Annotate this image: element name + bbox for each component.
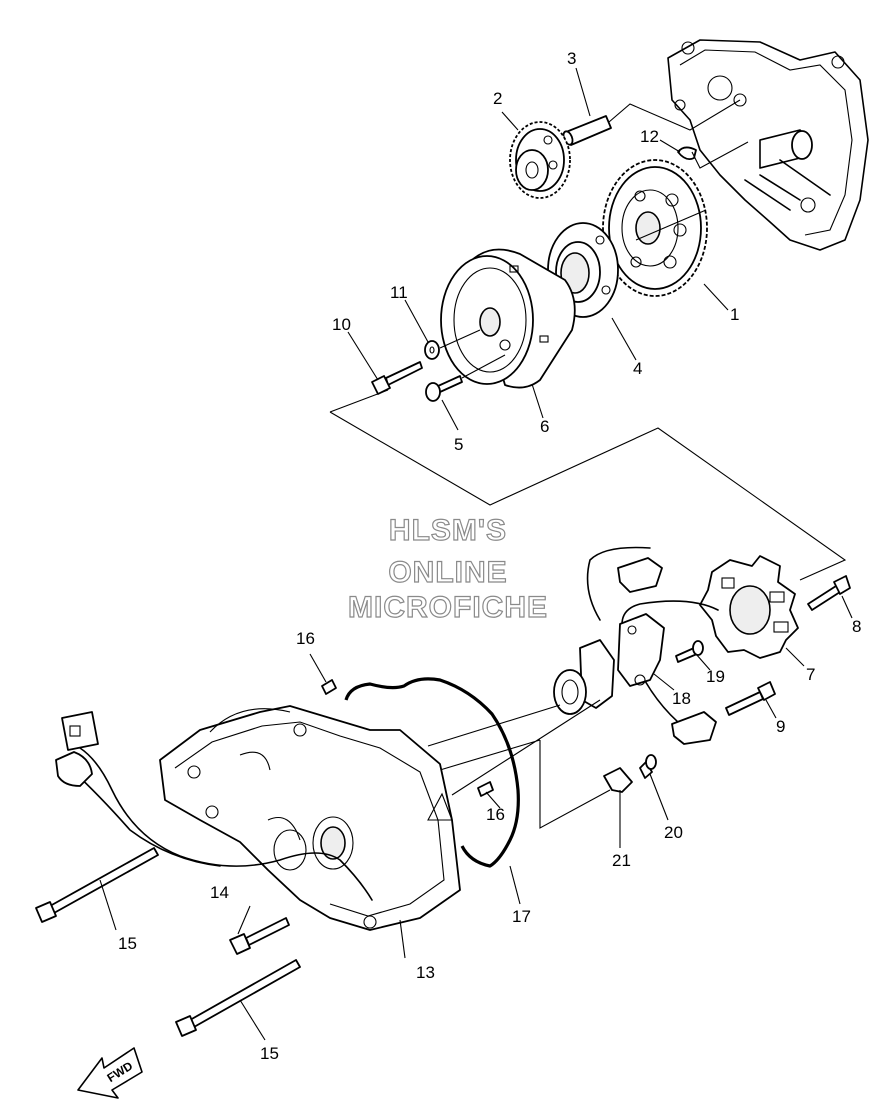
leader-lines <box>99 67 853 1041</box>
callout-18: 18 <box>672 689 691 708</box>
washer-11 <box>424 329 481 360</box>
crankcase-cover-13 <box>159 705 461 931</box>
callout-numbers: 1 2 3 4 5 6 7 8 9 10 11 12 13 14 15 15 1… <box>118 49 861 1063</box>
reference-bracket <box>329 389 847 581</box>
gasket-17 <box>344 677 520 868</box>
bolt-9 <box>725 681 776 716</box>
callout-16-lower: 16 <box>486 805 505 824</box>
clamp-21 <box>603 767 633 793</box>
callout-2: 2 <box>493 89 502 108</box>
fwd-label: FWD <box>105 1058 136 1085</box>
bolt-8 <box>807 575 851 611</box>
wiring-harness <box>55 711 373 901</box>
idler-gear-2 <box>509 121 571 199</box>
bolt-14 <box>229 917 290 955</box>
screw-20 <box>639 754 657 779</box>
callout-4: 4 <box>633 359 642 378</box>
callout-10: 10 <box>332 315 351 334</box>
callout-21: 21 <box>612 851 631 870</box>
callout-9: 9 <box>776 717 785 736</box>
callout-5: 5 <box>454 435 463 454</box>
watermark-line-3: MICROFICHE <box>348 591 548 624</box>
rotor-6 <box>440 248 576 389</box>
screw-19 <box>675 640 704 663</box>
callout-8: 8 <box>852 617 861 636</box>
callout-15-upper: 15 <box>118 934 137 953</box>
long-bolt-15-upper <box>35 847 159 923</box>
forward-arrow-icon: FWD <box>77 1047 143 1099</box>
callout-7: 7 <box>806 665 815 684</box>
stator-lead-wire <box>586 546 719 729</box>
wire-clamp-lower <box>671 711 717 745</box>
callout-1: 1 <box>730 305 739 324</box>
stator-7 <box>699 555 799 659</box>
callout-16-upper: 16 <box>296 629 315 648</box>
callout-14: 14 <box>210 883 229 902</box>
pickup-coil-18 <box>617 613 665 687</box>
crankcase <box>667 39 869 251</box>
bolt-10 <box>371 361 423 395</box>
callout-15-lower: 15 <box>260 1044 279 1063</box>
dowel-16-upper <box>321 679 337 695</box>
callout-11: 11 <box>390 283 408 302</box>
dowel-16-lower <box>477 781 494 797</box>
guide-lines <box>427 699 611 829</box>
callout-3: 3 <box>567 49 576 68</box>
watermark-line-2: ONLINE <box>388 556 507 589</box>
callout-6: 6 <box>540 417 549 436</box>
starter-wheel-gear-1 <box>602 159 708 297</box>
callout-20: 20 <box>664 823 683 842</box>
callout-12: 12 <box>640 127 659 146</box>
grommet <box>553 639 615 715</box>
wire-clamp-upper <box>617 557 663 593</box>
callout-19: 19 <box>706 667 725 686</box>
woodruff-key-12 <box>677 141 749 169</box>
callout-17: 17 <box>512 907 531 926</box>
long-bolt-15-lower <box>175 959 301 1037</box>
watermark: HLSM'S ONLINE MICROFICHE <box>347 513 548 624</box>
bolt-5 <box>425 354 506 402</box>
watermark-line-1: HLSM'S <box>389 514 507 547</box>
callout-13: 13 <box>416 963 435 982</box>
